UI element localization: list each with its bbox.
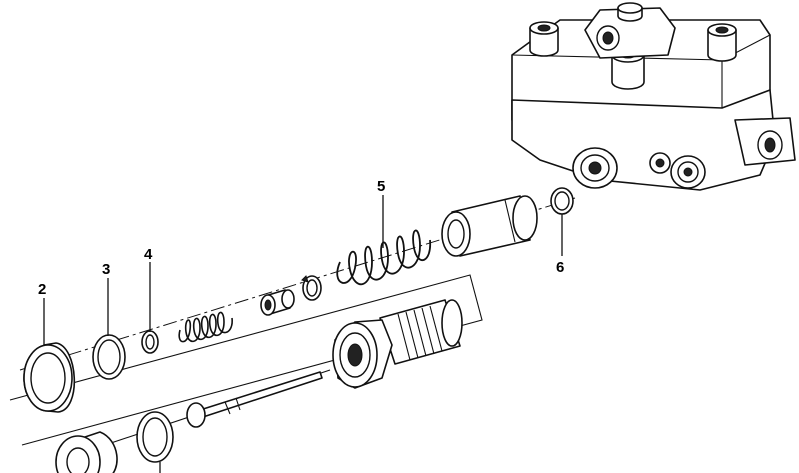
part-3-ring bbox=[92, 334, 126, 380]
callout-4: 4 bbox=[144, 246, 153, 263]
lower-ring bbox=[136, 411, 174, 463]
housing-boss-right bbox=[707, 23, 737, 62]
housing-port-mid bbox=[649, 152, 671, 174]
housing-boss-left bbox=[529, 21, 559, 57]
lower-cap bbox=[55, 431, 118, 473]
part-4-o-ring bbox=[141, 330, 159, 354]
sub-assembly-bracket-line bbox=[9, 274, 483, 446]
housing-port-right bbox=[670, 155, 706, 189]
pump-housing bbox=[511, 2, 796, 191]
valve-seat bbox=[260, 289, 295, 316]
valve-rod bbox=[186, 371, 323, 428]
circlip bbox=[301, 275, 322, 301]
part-6-ring bbox=[550, 187, 574, 215]
small-spring bbox=[178, 311, 233, 343]
part-2-seal-ring bbox=[23, 342, 76, 413]
callout-5: 5 bbox=[377, 178, 385, 195]
callout-3: 3 bbox=[102, 261, 110, 278]
callout-6: 6 bbox=[556, 259, 564, 276]
housing-port-left bbox=[572, 147, 618, 189]
callout-2: 2 bbox=[38, 281, 46, 298]
part-5-spring bbox=[336, 229, 431, 286]
threaded-fitting bbox=[332, 299, 463, 389]
sleeve-cylinder bbox=[441, 195, 538, 257]
